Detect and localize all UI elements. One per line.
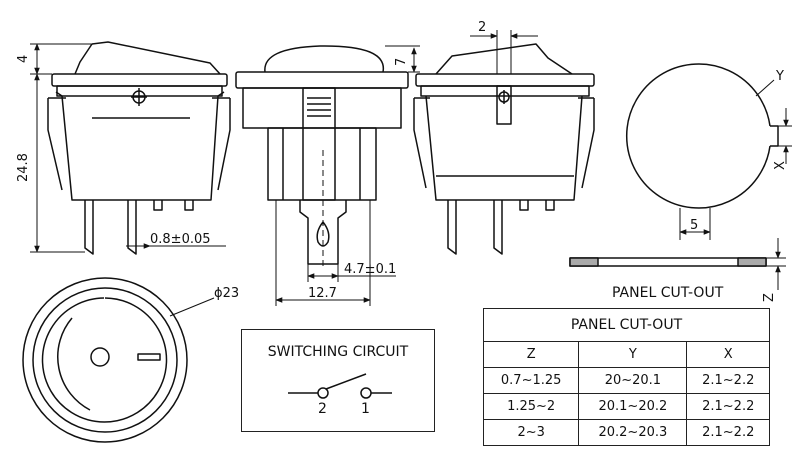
side-view: [235, 45, 409, 270]
dim-z-label: Z: [762, 293, 777, 302]
terminal-2-label: 2: [318, 401, 327, 417]
dim-y-label: Y: [775, 69, 784, 84]
dim-x-label: X: [773, 161, 788, 170]
table-cell: 2.1~2.2: [686, 393, 770, 420]
switching-circuit-title: SWITCHING CIRCUIT: [267, 344, 409, 360]
table-cell: 2.1~2.2: [686, 367, 770, 394]
front-view: [47, 41, 231, 255]
table-cell: 20~20.1: [578, 367, 688, 394]
dim-pin-width-label: 4.7±0.1: [344, 262, 396, 277]
dim-right: [470, 30, 538, 74]
panel-plate: [569, 238, 786, 290]
table-cell: 2.1~2.2: [686, 419, 770, 446]
table-row: 0.7~1.25 20~20.1 2.1~2.2: [482, 367, 770, 394]
table-header-x: X: [686, 341, 770, 368]
panel-cutout-table: PANEL CUT-OUT Z Y X 0.7~1.25 20~20.1 2.1…: [482, 308, 770, 446]
dim-notch-label: 5: [690, 218, 698, 233]
right-view: [413, 43, 595, 255]
table-cell: 20.2~20.3: [578, 419, 688, 446]
dim-diameter-label: ϕ23: [214, 286, 239, 301]
dim-height-top: [30, 43, 226, 253]
table-cell: 1.25~2: [482, 393, 580, 420]
table-header-z: Z: [482, 341, 580, 368]
table-header-y: Y: [578, 341, 688, 368]
terminal-1-label: 1: [361, 401, 370, 417]
switching-circuit-box: SWITCHING CIRCUIT: [241, 329, 435, 432]
dim-height-top-label: 4: [16, 55, 31, 63]
table-cell: 2~3: [482, 419, 580, 446]
dim-offset-label: 2: [478, 20, 486, 35]
dim-body-width-label: 12.7: [308, 286, 337, 301]
table-title: PANEL CUT-OUT: [483, 308, 770, 342]
panel-cutout-caption: PANEL CUT-OUT: [612, 285, 724, 301]
table-row: 2~3 20.2~20.3 2.1~2.2: [482, 419, 770, 446]
table-row: 1.25~2 20.1~20.2 2.1~2.2: [482, 393, 770, 420]
dim-cap-height-label: 7: [394, 58, 409, 66]
table-cell: 20.1~20.2: [578, 393, 688, 420]
switch-symbol: [288, 373, 392, 399]
dim-side: [275, 45, 420, 306]
dim-height-total-label: 24.8: [16, 153, 31, 182]
top-view: [22, 277, 215, 443]
cutout-view: [625, 63, 792, 240]
table-cell: 0.7~1.25: [482, 367, 580, 394]
dim-pin-thickness-label: 0.8±0.05: [150, 232, 211, 247]
